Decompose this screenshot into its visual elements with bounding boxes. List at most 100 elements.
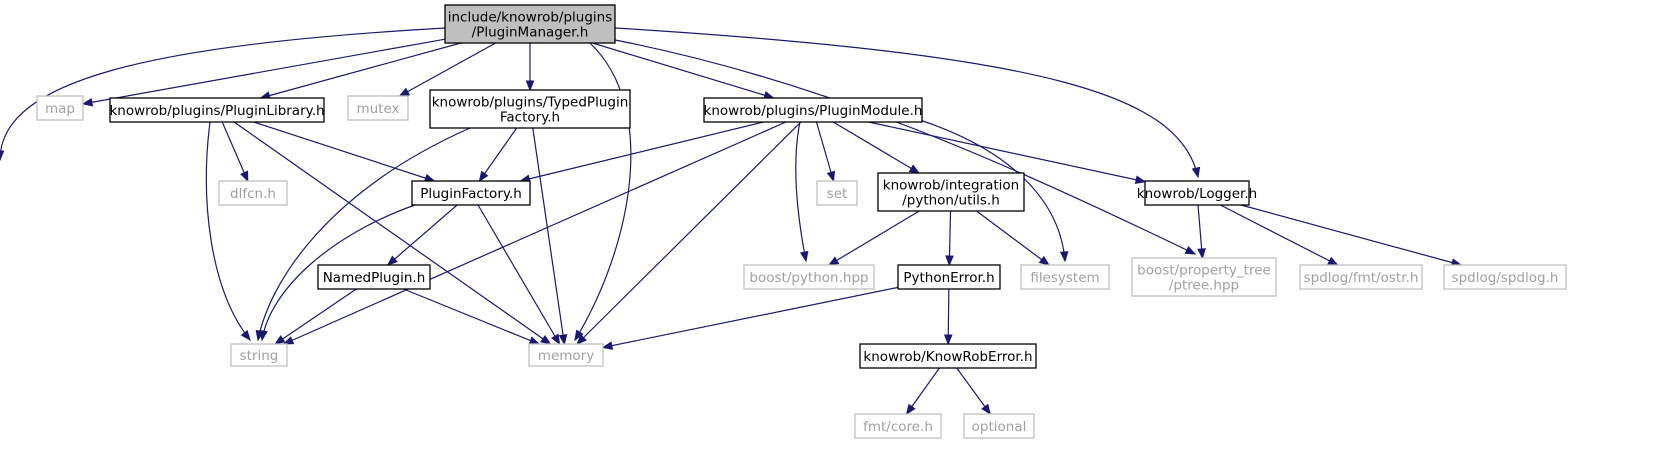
edge-line bbox=[574, 42, 632, 341]
node-string[interactable]: string bbox=[230, 343, 288, 367]
node-label: spdlog/spdlog.h bbox=[1452, 270, 1559, 286]
arrowhead bbox=[1038, 255, 1050, 266]
edge-line bbox=[253, 121, 435, 182]
node-label: /PluginManager.h bbox=[472, 25, 589, 41]
edge-line bbox=[260, 42, 462, 99]
node-label: memory bbox=[538, 348, 594, 364]
edge-line bbox=[399, 42, 496, 97]
node-memory[interactable]: memory bbox=[528, 343, 604, 367]
edge-line bbox=[274, 288, 357, 345]
node-logger[interactable]: knowrob/Logger.h bbox=[1137, 180, 1257, 206]
arrowhead bbox=[576, 334, 587, 345]
edge-line bbox=[82, 38, 446, 105]
node-boostptree[interactable]: boost/property_tree/ptree.hpp bbox=[1131, 257, 1277, 297]
node-box bbox=[411, 180, 531, 206]
node-box bbox=[816, 180, 858, 206]
edge-typedpluginfactory-to-pluginfactory bbox=[478, 127, 518, 183]
node-box bbox=[347, 95, 409, 121]
arrowhead bbox=[528, 336, 541, 345]
arrowhead bbox=[981, 403, 992, 416]
edge-line bbox=[795, 121, 807, 262]
arrowhead bbox=[478, 170, 489, 183]
arrowhead bbox=[601, 341, 614, 350]
edge-knowroberror-to-optional bbox=[956, 367, 992, 416]
edge-pluginmanager-to-pluginmodule bbox=[592, 42, 775, 100]
edge-logger-to-spdlogostr bbox=[1220, 204, 1339, 266]
edge-line bbox=[868, 121, 1146, 183]
node-label: knowrob/plugins/PluginModule.h bbox=[704, 103, 923, 119]
arrowhead bbox=[259, 329, 268, 342]
node-spdlog[interactable]: spdlog/spdlog.h bbox=[1443, 264, 1567, 290]
edge-pluginmodule-to-pluginfactory bbox=[519, 121, 764, 183]
node-boostpython[interactable]: boost/python.hpp bbox=[743, 264, 875, 290]
edge-line bbox=[815, 121, 835, 182]
arrowhead bbox=[81, 97, 94, 107]
node-spdlogostr[interactable]: spdlog/fmt/ostr.h bbox=[1299, 264, 1423, 290]
node-label: Factory.h bbox=[500, 110, 560, 126]
node-dlfcn[interactable]: dlfcn.h bbox=[218, 180, 288, 206]
node-label: /python/utils.h bbox=[902, 193, 1000, 209]
node-label: fmt/core.h bbox=[863, 419, 933, 435]
node-label: optional bbox=[972, 419, 1027, 435]
edge-pluginmanager-to-logger bbox=[614, 27, 1201, 179]
edge-pluginmanager-to-map bbox=[81, 38, 446, 107]
node-filesystem[interactable]: filesystem bbox=[1020, 264, 1110, 290]
node-pluginfactory[interactable]: PluginFactory.h bbox=[411, 180, 531, 206]
edge-line bbox=[576, 121, 802, 345]
node-knowroberror[interactable]: knowrob/KnowRobError.h bbox=[859, 343, 1037, 369]
edge-pluginlibrary-to-pluginfactory bbox=[253, 121, 436, 183]
edge-line bbox=[387, 204, 458, 266]
node-label: knowrob/integration bbox=[883, 178, 1019, 194]
node-box bbox=[897, 264, 1001, 290]
node-fmtcore[interactable]: fmt/core.h bbox=[854, 413, 942, 439]
node-pluginlibrary[interactable]: knowrob/plugins/PluginLibrary.h bbox=[109, 97, 325, 123]
arrowhead bbox=[1197, 248, 1206, 260]
edge-pluginmanager-to-memory bbox=[574, 42, 632, 342]
edge-namedplugin-to-string bbox=[274, 288, 357, 345]
arrowhead bbox=[274, 335, 286, 345]
node-box bbox=[963, 413, 1035, 439]
node-box bbox=[1020, 264, 1110, 290]
node-namedplugin[interactable]: NamedPlugin.h bbox=[317, 264, 431, 290]
edge-logger-to-spdlog bbox=[1240, 204, 1463, 267]
arrowhead bbox=[540, 334, 552, 345]
node-label: dlfcn.h bbox=[230, 186, 276, 202]
edge-pluginfactory-to-string bbox=[259, 204, 416, 342]
arrowhead bbox=[525, 80, 535, 92]
edge-pluginmodule-to-pyutils bbox=[832, 121, 921, 174]
edge-pluginfactory-to-memory bbox=[477, 204, 561, 346]
edge-pluginlibrary-to-dlfcn bbox=[221, 121, 249, 183]
node-label: knowrob/plugins/TypedPlugin bbox=[432, 95, 629, 111]
edge-pluginmodule-to-string bbox=[282, 121, 787, 345]
edge-line bbox=[477, 204, 561, 345]
node-mutex[interactable]: mutex bbox=[347, 95, 409, 121]
arrowhead bbox=[943, 334, 953, 346]
edge-line bbox=[283, 121, 787, 345]
node-box bbox=[230, 343, 288, 367]
node-map[interactable]: map bbox=[36, 95, 84, 121]
arrowhead bbox=[827, 256, 840, 266]
node-pluginmodule[interactable]: knowrob/plugins/PluginModule.h bbox=[703, 97, 923, 123]
node-set[interactable]: set bbox=[816, 180, 858, 206]
edge-pluginmanager-to-typedpluginfactory bbox=[525, 43, 535, 92]
node-box bbox=[36, 95, 84, 121]
node-box bbox=[528, 343, 604, 367]
node-label: knowrob/Logger.h bbox=[1137, 186, 1257, 202]
node-pythonerror[interactable]: PythonError.h bbox=[897, 264, 1001, 290]
node-pluginmanager[interactable]: include/knowrob/plugins/PluginManager.h bbox=[444, 4, 616, 44]
arrowhead bbox=[1184, 245, 1197, 255]
node-pyutils[interactable]: knowrob/integration/python/utils.h bbox=[877, 172, 1025, 212]
node-label: knowrob/KnowRobError.h bbox=[863, 349, 1032, 365]
node-optional[interactable]: optional bbox=[963, 413, 1035, 439]
edge-line bbox=[478, 127, 518, 182]
edge-pluginlibrary-to-string bbox=[205, 121, 251, 342]
arrowhead bbox=[0, 150, 5, 162]
edge-knowroberror-to-fmtcore bbox=[905, 367, 940, 416]
edge-line bbox=[1220, 204, 1338, 266]
arrowhead bbox=[398, 87, 411, 97]
arrowhead bbox=[1059, 251, 1069, 263]
node-box bbox=[444, 4, 616, 44]
edge-line bbox=[976, 210, 1050, 266]
